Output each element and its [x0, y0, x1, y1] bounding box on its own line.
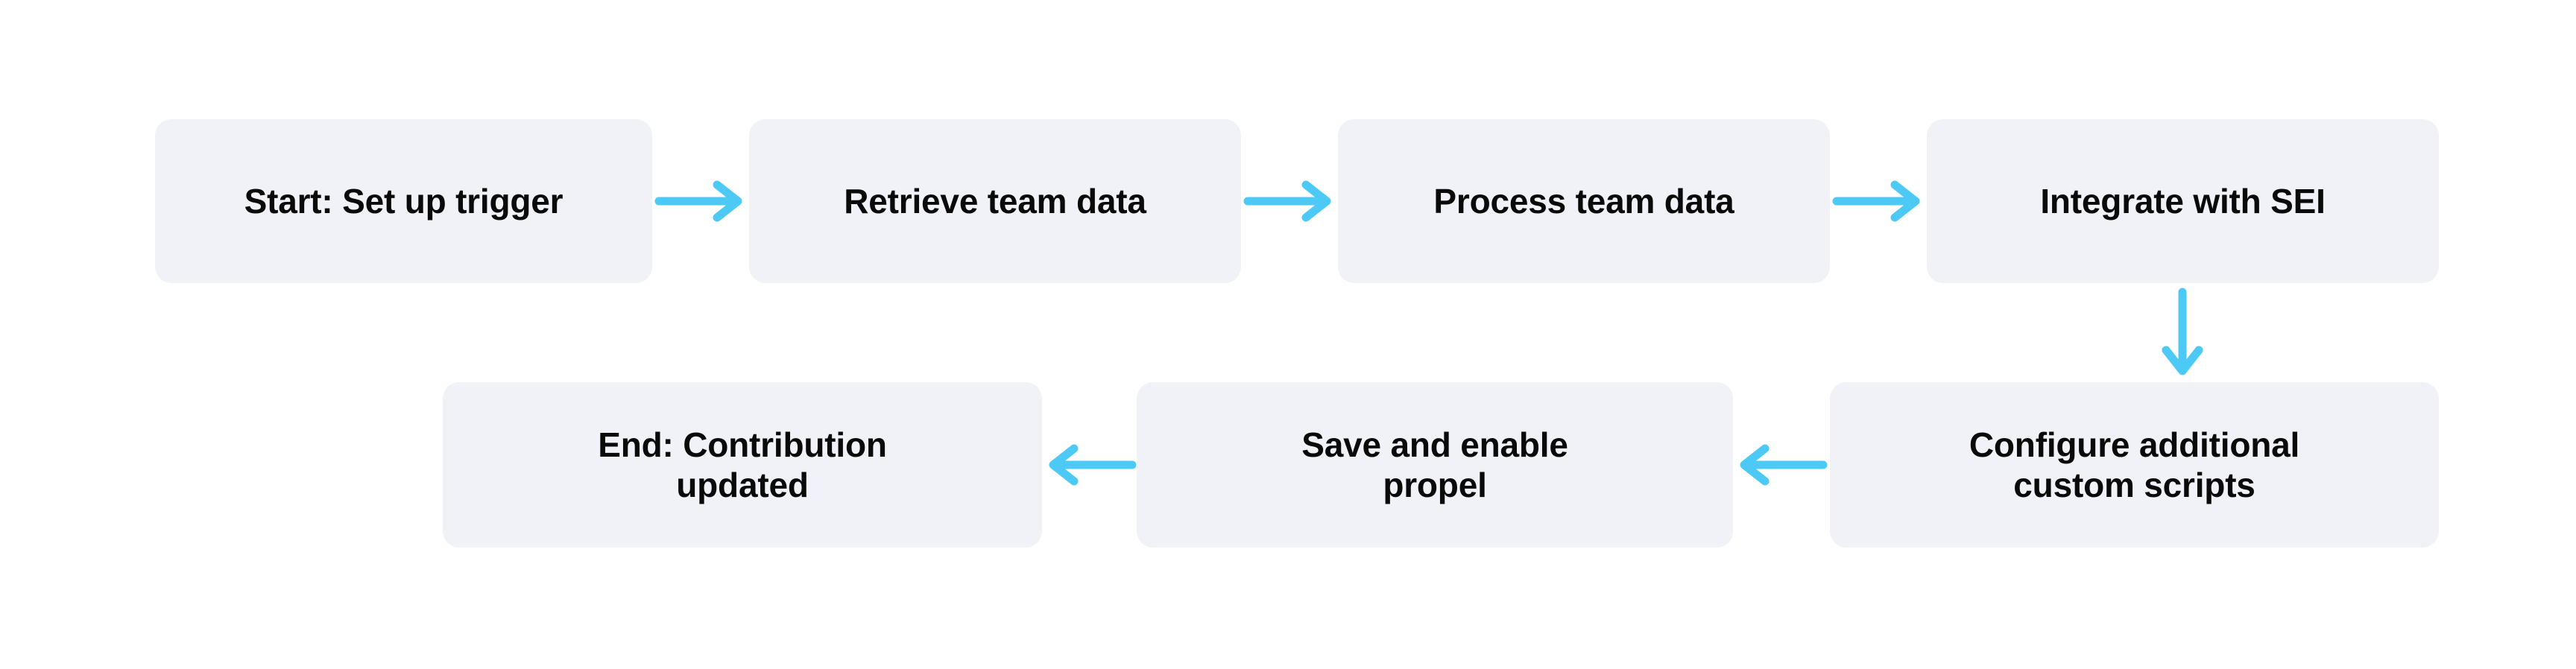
flow-edge-integrate-to-configure	[2160, 288, 2205, 380]
flow-node-label: Save and enable propel	[1301, 425, 1568, 504]
flow-node-end-contribution-updated[interactable]: End: Contribution updated	[443, 382, 1042, 548]
flow-node-label: Start: Set up trigger	[244, 181, 564, 221]
flow-node-label: Integrate with SEI	[2040, 181, 2326, 221]
arrow-right-icon	[654, 180, 742, 222]
flow-edge-process-to-integrate	[1832, 179, 1925, 223]
flow-edge-configure-to-save	[1735, 443, 1828, 487]
flow-edge-save-to-end	[1044, 443, 1137, 487]
flow-node-process-team-data[interactable]: Process team data	[1338, 119, 1830, 283]
flow-edge-start-to-retrieve	[654, 179, 747, 223]
flow-node-integrate-with-sei[interactable]: Integrate with SEI	[1927, 119, 2439, 283]
flow-node-label: Configure additional custom scripts	[1969, 425, 2300, 504]
arrow-right-icon	[1243, 180, 1331, 222]
flow-node-label: Process team data	[1433, 181, 1734, 221]
flow-node-retrieve-team-data[interactable]: Retrieve team data	[749, 119, 1241, 283]
flow-node-start-set-up-trigger[interactable]: Start: Set up trigger	[155, 119, 652, 283]
arrow-left-icon	[1049, 444, 1137, 486]
arrow-right-icon	[1832, 180, 1920, 222]
flow-edge-retrieve-to-process	[1243, 179, 1336, 223]
flow-node-save-and-enable-propel[interactable]: Save and enable propel	[1137, 382, 1733, 548]
arrow-left-icon	[1740, 444, 1828, 486]
flow-node-label: End: Contribution updated	[598, 425, 887, 504]
arrow-down-icon	[2162, 288, 2203, 375]
flow-node-label: Retrieve team data	[844, 181, 1146, 221]
flow-node-configure-additional-custom-scripts[interactable]: Configure additional custom scripts	[1830, 382, 2439, 548]
